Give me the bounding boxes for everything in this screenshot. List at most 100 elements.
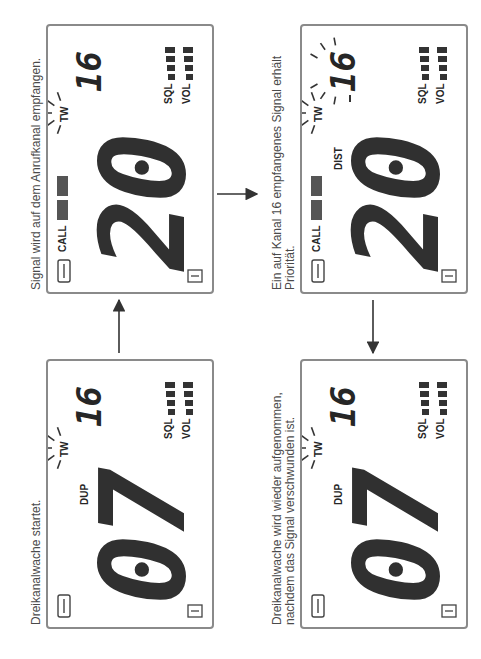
watch-channel-digits: 16	[326, 51, 360, 92]
lcd-display-step: Dreikanalwache wird wieder aufgenommen, …	[258, 359, 468, 629]
blink-dash	[349, 95, 351, 102]
level-bar	[438, 56, 447, 62]
blink-ray	[334, 38, 335, 46]
level-bar	[166, 391, 175, 397]
vol-indicator: VOL	[182, 83, 192, 104]
status-icon	[317, 599, 318, 613]
level-bar	[421, 400, 429, 406]
level-bar	[183, 47, 193, 53]
level-bar	[165, 47, 175, 53]
sql-indicator: SQL	[418, 418, 428, 439]
level-bar	[167, 65, 175, 71]
level-bar	[437, 47, 447, 53]
level-bar	[419, 382, 429, 388]
level-bar	[166, 56, 175, 62]
level-bar	[438, 391, 447, 397]
vol-indicator: VOL	[436, 83, 446, 104]
level-bar	[422, 409, 429, 415]
lcd-panel: CALLDISTTW1620SQLVOL	[300, 24, 468, 294]
blink-ray	[302, 435, 308, 440]
blink-ray	[302, 100, 308, 105]
level-bar	[439, 65, 447, 71]
blink-ray	[302, 112, 306, 114]
flow-arrow	[118, 300, 120, 353]
status-icon	[58, 595, 70, 617]
mode-tag	[57, 176, 68, 196]
blink-ray	[334, 97, 335, 105]
channel-digits: 07	[84, 471, 202, 605]
blink-ray	[57, 92, 60, 100]
watch-channel-digits: 16	[326, 386, 360, 427]
level-bar	[437, 382, 447, 388]
blink-ray	[48, 455, 54, 460]
blink-ray	[302, 455, 308, 460]
level-bar	[184, 56, 193, 62]
level-bar	[186, 74, 193, 80]
level-bar	[184, 391, 193, 397]
memory-icon	[191, 610, 199, 611]
vol-indicator: VOL	[436, 418, 446, 439]
status-icon	[63, 264, 64, 278]
blink-ray	[48, 447, 52, 449]
level-bar	[420, 56, 429, 62]
status-icon	[312, 595, 324, 617]
blink-ray	[320, 92, 325, 99]
watch-channel-digits: 16	[72, 51, 106, 92]
status-icon	[58, 260, 70, 282]
memory-icon	[445, 275, 453, 276]
level-bar	[440, 74, 447, 80]
lcd-display-step: Signal wird auf dem Anrufkanal empfangen…	[4, 24, 214, 294]
blink-ray	[57, 125, 60, 133]
blink-ray	[48, 120, 54, 125]
channel-digits: 07	[338, 471, 456, 605]
level-bar	[168, 74, 175, 80]
status-icon	[317, 264, 318, 278]
level-bar	[186, 409, 193, 415]
level-bar	[440, 409, 447, 415]
mode-tag	[57, 200, 68, 220]
level-bar	[185, 400, 193, 406]
channel-digits: 20	[84, 136, 202, 270]
blink-ray	[320, 43, 325, 50]
caption-area: Ein auf Kanal 16 empfangenes Signal erhä…	[258, 24, 300, 294]
blink-ray	[311, 460, 314, 468]
level-bar	[185, 65, 193, 71]
caption-area: Dreikanalwache startet.	[4, 359, 46, 629]
memory-icon	[191, 275, 199, 276]
step-caption: Dreikanalwache startet.	[30, 500, 43, 625]
memory-icon	[188, 270, 202, 282]
blink-ray	[311, 92, 314, 100]
lcd-display-step: Ein auf Kanal 16 empfangenes Signal erhä…	[258, 24, 468, 294]
sql-indicator: SQL	[418, 83, 428, 104]
caption-area: Signal wird auf dem Anrufkanal empfangen…	[4, 24, 46, 294]
blink-ray	[48, 112, 52, 114]
memory-icon	[442, 270, 456, 282]
blink-ray	[311, 427, 314, 435]
blink-ray	[311, 84, 318, 88]
memory-icon	[188, 605, 202, 617]
lcd-panel: CALLTW1620SQLVOL	[46, 24, 214, 294]
mode-tag	[311, 200, 322, 220]
blink-ray	[302, 120, 308, 125]
lcd-panel: DUPTW1607SQLVOL	[300, 359, 468, 629]
blink-ray	[48, 435, 54, 440]
flow-arrow	[372, 300, 374, 353]
call-indicator: CALL	[58, 225, 68, 252]
level-bar	[439, 400, 447, 406]
lcd-display-step: Dreikanalwache startet.DUPTW1607SQLVOL	[4, 359, 214, 629]
tw-indicator: TW	[314, 106, 324, 122]
blink-ray	[311, 54, 318, 58]
step-caption: Signal wird auf dem Anrufkanal empfangen…	[30, 58, 43, 290]
status-icon	[312, 260, 324, 282]
sql-indicator: SQL	[164, 418, 174, 439]
blink-ray	[57, 427, 60, 435]
blink-ray	[311, 125, 314, 133]
mode-tag	[311, 176, 322, 196]
memory-icon	[445, 610, 453, 611]
level-bar	[165, 382, 175, 388]
memory-icon	[442, 605, 456, 617]
flow-arrow	[217, 193, 257, 195]
tw-indicator: TW	[314, 441, 324, 457]
blink-ray	[48, 100, 54, 105]
level-bar	[168, 409, 175, 415]
